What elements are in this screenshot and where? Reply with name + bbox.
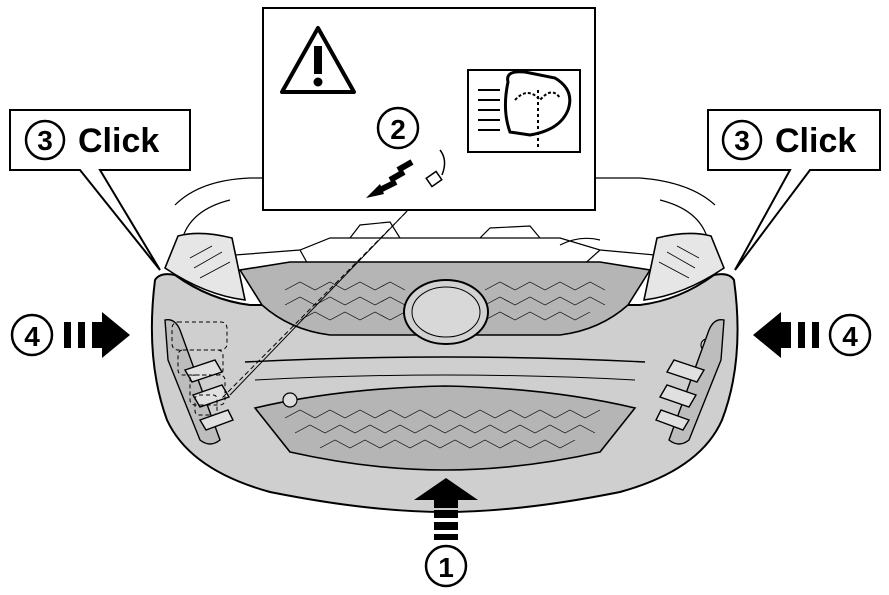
left-push-arrow: 4 xyxy=(10,312,130,358)
step-2-marker: 2 xyxy=(376,106,420,150)
bottom-push-arrow: 1 xyxy=(414,478,478,588)
right-push-arrow: 4 xyxy=(753,312,872,358)
lower-grille-mesh xyxy=(284,409,601,449)
upper-grille-mesh xyxy=(284,281,606,321)
step-2-label: 2 xyxy=(390,114,406,145)
connector-plug xyxy=(425,149,446,188)
left-push-step: 4 xyxy=(24,321,40,352)
hidden-fog-connector xyxy=(171,321,228,416)
sensor-left xyxy=(282,392,298,408)
left-fog-bezel xyxy=(164,319,234,445)
left-click-step: 3 xyxy=(37,125,53,156)
left-click-text: Click xyxy=(78,122,159,160)
right-headlight xyxy=(642,232,725,301)
right-click-text: Click xyxy=(775,122,856,160)
bumper-crease xyxy=(244,356,646,363)
left-headlight xyxy=(164,232,247,301)
left-click-callout: 3 Click xyxy=(9,109,191,271)
right-fog-bezel xyxy=(655,319,725,445)
pull-arrow xyxy=(366,159,414,198)
right-push-step: 4 xyxy=(842,321,858,352)
headlight-aim-icon xyxy=(467,69,581,153)
right-click-callout: 3 Click xyxy=(707,109,881,271)
warning-triangle-icon xyxy=(280,26,356,94)
right-click-step: 3 xyxy=(734,125,750,156)
bottom-push-step: 1 xyxy=(438,552,454,583)
lower-grille xyxy=(253,385,637,471)
